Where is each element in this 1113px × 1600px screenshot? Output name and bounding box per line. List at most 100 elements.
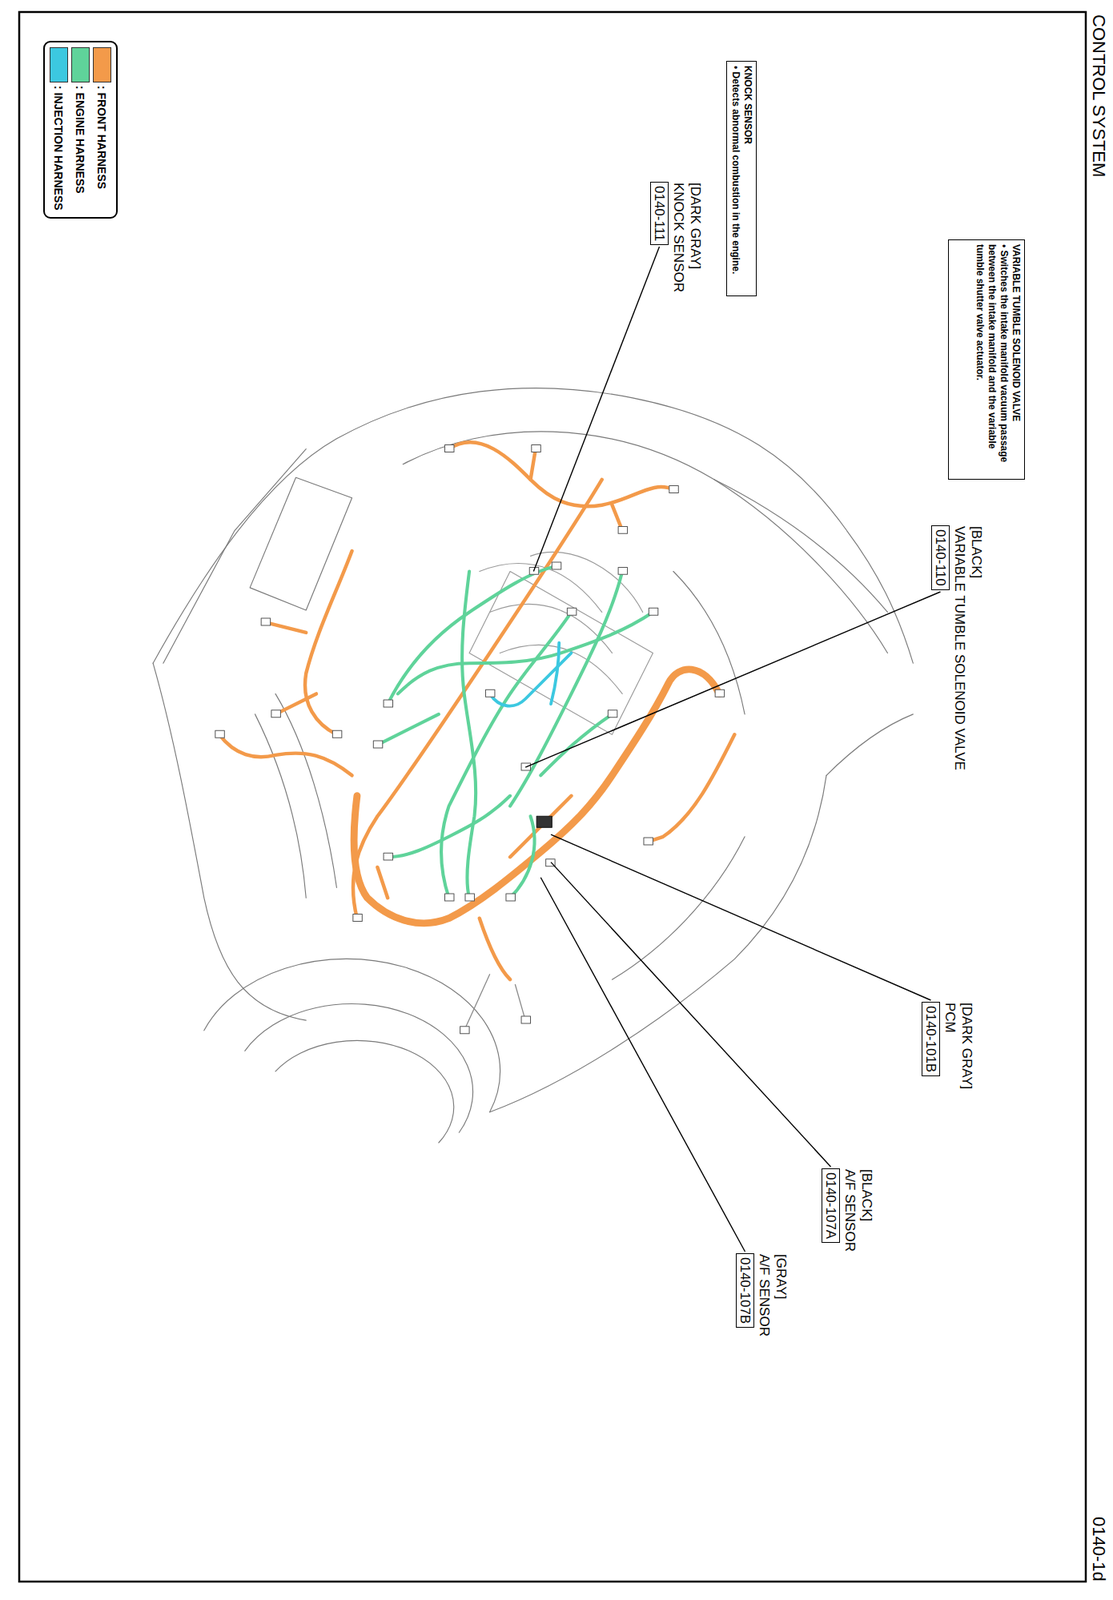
drawing-part bbox=[647, 734, 735, 842]
connectors bbox=[215, 445, 725, 1034]
drawing-part bbox=[673, 570, 745, 714]
drawing-part bbox=[261, 618, 270, 626]
connector-callout: [DARK GRAY]KNOCK SENSOR0140-111 bbox=[650, 181, 704, 294]
drawing-part bbox=[566, 607, 576, 615]
part-name: A/F SENSOR bbox=[755, 1253, 773, 1338]
connector-number: 0140-110 bbox=[931, 525, 950, 591]
wire-color: [BLACK] bbox=[968, 525, 985, 579]
drawing-part bbox=[521, 1016, 531, 1024]
legend-row: : INJECTION HARNESS bbox=[48, 47, 70, 211]
note-box: KNOCK SENSOR• Detects abnormal combustio… bbox=[726, 60, 757, 297]
drawing-part bbox=[611, 836, 745, 980]
drawing-part bbox=[152, 388, 913, 664]
drawing-part bbox=[669, 485, 679, 493]
legend-swatch bbox=[71, 47, 90, 83]
drawing-part bbox=[510, 570, 623, 806]
drawing-part bbox=[402, 431, 888, 654]
drawing-part bbox=[506, 893, 515, 901]
drawing-part bbox=[618, 526, 627, 534]
connector-callout: [GRAY]A/F SENSOR0140-107B bbox=[735, 1253, 790, 1338]
drawing-part bbox=[152, 662, 306, 1021]
drawing-part bbox=[510, 795, 571, 857]
part-name: PCM bbox=[941, 1001, 959, 1034]
drawing-part bbox=[163, 449, 306, 664]
drawing-part bbox=[204, 958, 501, 1112]
drawing-part bbox=[449, 441, 674, 507]
drawing-part bbox=[618, 566, 627, 575]
drawing-part bbox=[445, 445, 455, 453]
wire-color: [DARK GRAY] bbox=[687, 181, 704, 270]
car-body bbox=[152, 388, 913, 1143]
leader-line bbox=[533, 246, 659, 571]
callout-row: 0140-101B bbox=[921, 1001, 942, 1090]
drawing-part bbox=[540, 714, 612, 776]
drawing-part bbox=[462, 570, 476, 898]
page-title: CONTROL SYSTEM bbox=[1088, 14, 1109, 177]
legend-text: : FRONT HARNESS bbox=[95, 85, 110, 189]
drawing-part bbox=[275, 1040, 455, 1143]
drawing-part bbox=[485, 689, 495, 697]
note-text: • Switches the intake manifold vacuum pa… bbox=[973, 244, 1010, 475]
page-border bbox=[19, 12, 1086, 1582]
drawing-part bbox=[271, 710, 281, 718]
drawing-part bbox=[715, 689, 724, 697]
drawing-part bbox=[265, 622, 317, 715]
connector-number: 0140-111 bbox=[650, 181, 669, 246]
drawing-part bbox=[332, 730, 342, 738]
drawing-part bbox=[387, 566, 556, 704]
legend-text: : INJECTION HARNESS bbox=[52, 85, 67, 211]
drawing-part bbox=[490, 775, 827, 1112]
leader-line bbox=[550, 862, 831, 1167]
drawing-part bbox=[397, 611, 654, 694]
drawing-part bbox=[530, 551, 643, 612]
drawing-part bbox=[714, 479, 888, 613]
callout-row: 0140-111 bbox=[650, 181, 671, 294]
wire-ends bbox=[464, 974, 526, 1031]
drawing-part bbox=[607, 710, 617, 718]
legend-text: : ENGINE HARNESS bbox=[73, 85, 89, 194]
wire-color: [BLACK] bbox=[858, 1168, 876, 1222]
drawing-part bbox=[445, 893, 455, 901]
drawing-part bbox=[460, 1026, 470, 1034]
drawing-part bbox=[383, 699, 393, 708]
callout-row: 0140-107A bbox=[821, 1168, 842, 1253]
front-harness bbox=[219, 441, 735, 980]
legend-swatch bbox=[92, 47, 112, 83]
drawing-part bbox=[464, 974, 526, 1031]
note-heading: KNOCK SENSOR bbox=[741, 65, 754, 292]
wire-color: [GRAY] bbox=[772, 1253, 790, 1300]
drawing-part bbox=[219, 734, 353, 776]
drawing-part bbox=[536, 815, 552, 828]
drawing-part bbox=[387, 795, 511, 857]
connector-callout: [DARK GRAY]PCM0140-101B bbox=[921, 1001, 976, 1090]
legend-swatch bbox=[49, 47, 69, 83]
drawing-part bbox=[550, 642, 559, 704]
connector-callout: [BLACK]A/F SENSOR0140-107A bbox=[821, 1168, 876, 1253]
drawing-part bbox=[510, 815, 535, 898]
part-name: VARIABLE TUMBLE SOLENOID VALVE bbox=[951, 525, 969, 772]
callout-row: 0140-110 bbox=[931, 525, 952, 772]
drawing-part bbox=[373, 740, 382, 748]
connector-number: 0140-107A bbox=[821, 1168, 840, 1243]
part-name: A/F SENSOR bbox=[841, 1168, 859, 1253]
note-text: • Detects abnormal combustion in the eng… bbox=[729, 65, 742, 292]
note-box: VARIABLE TUMBLE SOLENOID VALVE• Switches… bbox=[948, 239, 1025, 480]
page-number: 0140-1d bbox=[1088, 1516, 1109, 1582]
drawing-part bbox=[377, 714, 438, 745]
drawing-part bbox=[353, 479, 603, 919]
callout-row: 0140-107B bbox=[735, 1253, 756, 1338]
drawing-part bbox=[531, 445, 541, 453]
drawing-part bbox=[383, 852, 393, 860]
drawing-part bbox=[305, 550, 353, 735]
drawing-part bbox=[353, 914, 362, 922]
leader-line bbox=[525, 591, 941, 768]
legend-row: : FRONT HARNESS bbox=[91, 47, 113, 211]
legend-row: : ENGINE HARNESS bbox=[69, 47, 92, 211]
leader-line bbox=[540, 877, 745, 1252]
drawing-part bbox=[826, 714, 913, 776]
part-name: KNOCK SENSOR bbox=[670, 181, 688, 294]
drawing-part bbox=[465, 893, 475, 901]
car-drawing bbox=[152, 388, 913, 1143]
